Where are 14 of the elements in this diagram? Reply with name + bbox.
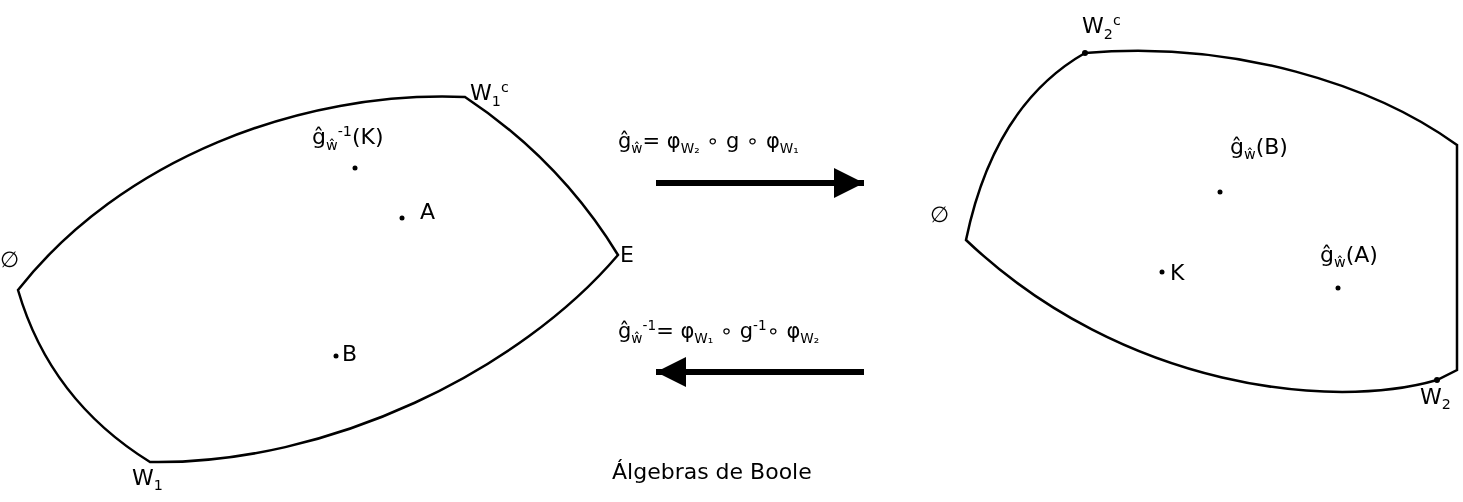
corner-label: W$_{2}$ [1420, 385, 1451, 414]
point-label: ĝ$_{ŵ}$(A) [1320, 243, 1378, 272]
point-label: K [1170, 261, 1185, 286]
corner-label: W$_{1}$ [132, 466, 163, 495]
corner-label: ∅ [930, 203, 950, 228]
point-label: A [420, 200, 436, 225]
point-label: ĝ$_{ŵ}$(B) [1230, 135, 1288, 164]
arrow [656, 357, 864, 387]
arrow [656, 168, 864, 198]
point-label: B [342, 342, 358, 367]
corner-label: ∅ [0, 248, 20, 273]
caption: Álgebras de Boole [612, 460, 812, 485]
corner-label: E [620, 243, 634, 268]
point-label: ĝ$_{ŵ}$$^{-1}$(K) [312, 124, 384, 154]
